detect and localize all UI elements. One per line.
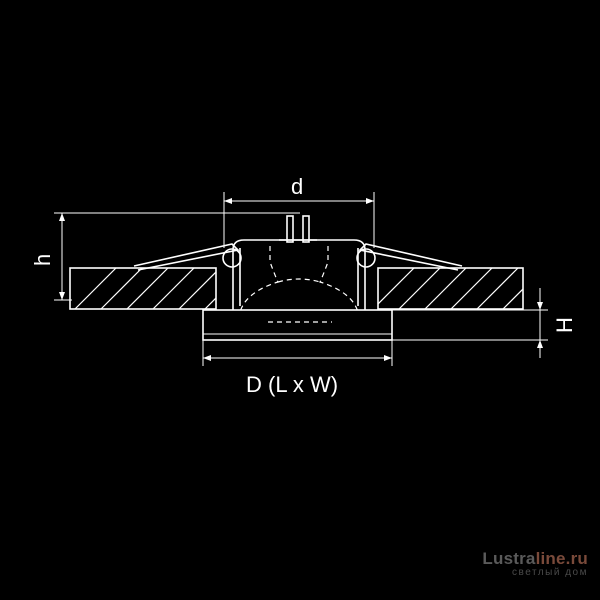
dimension-h: h [30, 212, 300, 301]
decor-bezel [202, 309, 393, 341]
watermark: Lustraline.ru светлый дом [482, 549, 588, 578]
lamp-housing [232, 239, 366, 310]
dimension-H: H [392, 288, 577, 358]
ceiling-panel-left [69, 267, 217, 310]
ceiling-panel-right [377, 267, 524, 310]
watermark-brand-part2: line.ru [535, 549, 588, 568]
watermark-tagline: светлый дом [512, 567, 588, 578]
watermark-brand: Lustraline.ru [482, 549, 588, 569]
lamp-pins [279, 215, 317, 243]
dimension-H-label: H [552, 317, 577, 333]
dimension-d-label: d [291, 174, 303, 199]
dimension-D-label: D (L x W) [246, 372, 338, 397]
dimension-D: D (L x W) [202, 340, 393, 397]
lamp-bulb [239, 246, 359, 323]
spring-clip-left [133, 243, 242, 271]
watermark-brand-part1: Lustra [482, 549, 536, 568]
dimension-h-label: h [30, 254, 55, 266]
dimension-d: d [223, 174, 375, 248]
spring-clip-right [356, 243, 463, 271]
